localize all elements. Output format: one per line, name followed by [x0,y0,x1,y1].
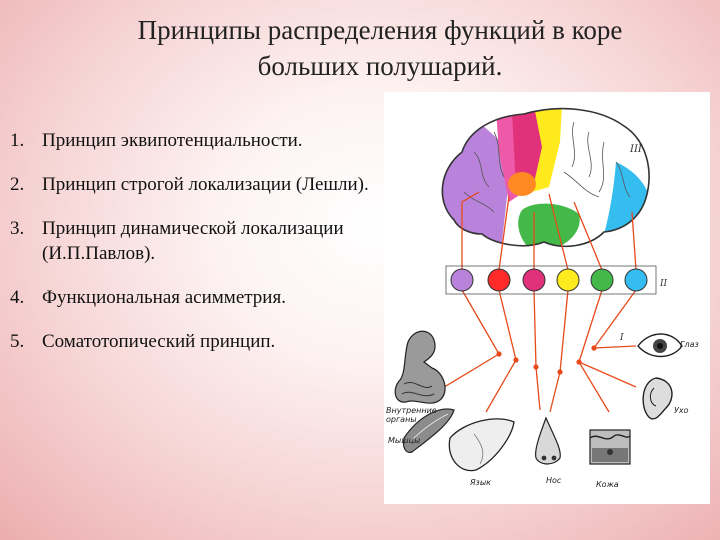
principle-item: 2. Принцип строгой локализации (Лешли). [10,172,390,197]
title-line-2: больших полушарий. [257,51,503,81]
internal-organs-icon [394,330,446,404]
nucleus-cyan [624,268,648,292]
nucleus-magenta [522,268,546,292]
principle-item: 1. Принцип эквипотенциальности. [10,128,390,153]
nucleus-green [590,268,614,292]
principle-number: 2. [10,174,25,195]
brain-analyzer-diagram: III [384,92,710,504]
principle-text: Принцип эквипотенциальности. [42,130,303,151]
eye-icon [637,333,683,358]
muscle-label: Мышцы [388,436,421,445]
internal-organs-label: Внутренние органы [386,406,437,424]
principle-number: 3. [10,218,25,239]
brain-outline [441,107,650,248]
skin-icon [589,429,631,465]
title-line-1: Принципы распределения функций в коре [137,15,623,45]
label-subcortex: I [619,333,624,343]
principles-list: 1. Принцип эквипотенциальности. 2. Принц… [10,128,390,373]
principle-text: Соматотопический принцип. [42,331,276,352]
lobe-orange [508,172,536,196]
principle-item: 4. Функциональная асимметрия. [10,285,390,310]
principle-item: 3. Принцип динамической локализации (И.П… [10,216,390,266]
muscle-icon [402,408,455,453]
nose-icon [535,416,561,465]
nuclei-frame [445,265,657,295]
skin-label: Кожа [596,480,619,489]
nuclei-row [450,268,648,292]
projection-lines [435,191,637,413]
ear-label: Ухо [674,406,689,415]
lobe-yellow [532,108,562,192]
ear-icon [642,377,673,420]
tongue-label: Язык [470,478,491,487]
principle-number: 1. [10,130,25,151]
label-cortex: III [629,144,643,155]
principle-text: Принцип строгой локализации (Лешли). [42,174,369,195]
brain-cortex [442,108,650,247]
eye-label: Глаз [680,340,699,349]
lobe-magenta [512,108,544,192]
principle-number: 5. [10,331,25,352]
tongue-icon [448,418,515,472]
nucleus-violet [450,268,474,292]
nose-label: Нос [546,476,562,485]
nucleus-yellow [556,268,580,292]
label-row: II [659,279,668,289]
diagram-svg: III [394,107,683,472]
principle-text: Принцип динамической локализации (И.П.Па… [42,218,344,264]
slide-title: Принципы распределения функций в коре бо… [60,12,700,84]
principle-item: 5. Соматотопический принцип. [10,329,390,354]
relay-dots [496,345,597,375]
brain-gyri [463,121,631,213]
nucleus-red [487,268,511,292]
principle-number: 4. [10,287,25,308]
principle-text: Функциональная асимметрия. [42,287,286,308]
